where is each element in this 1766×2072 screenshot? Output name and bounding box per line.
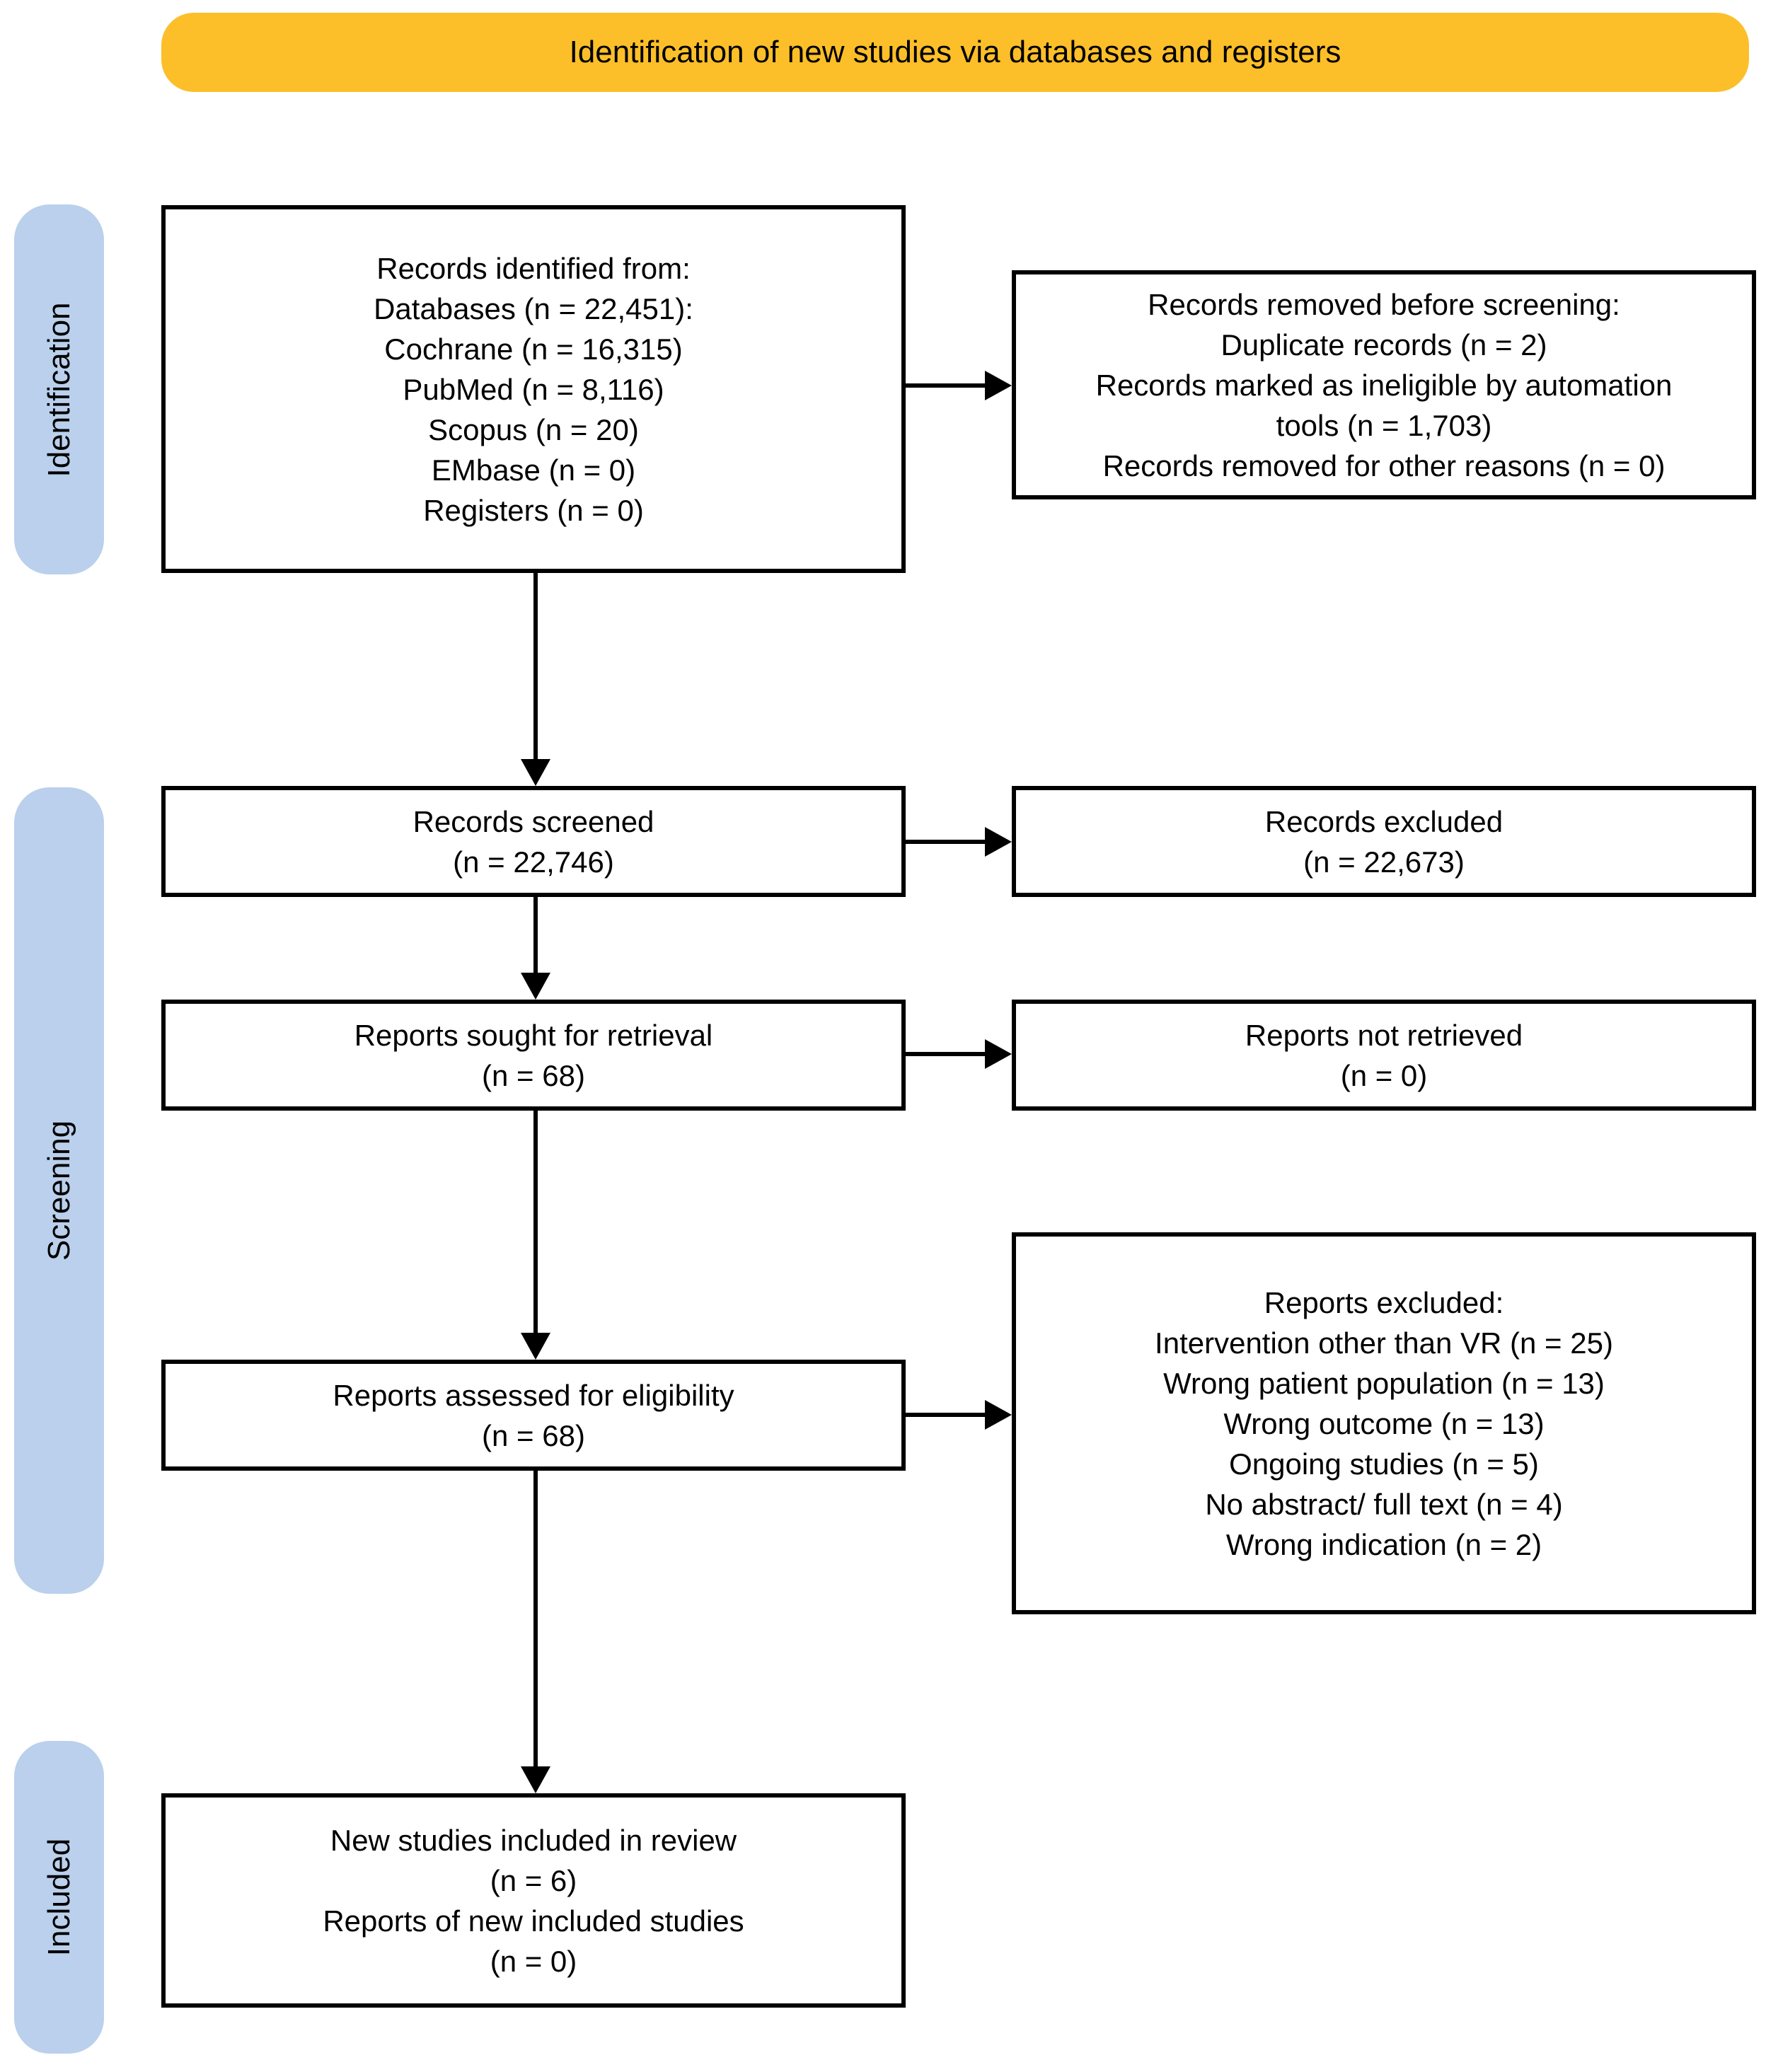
box-records-excluded: Records excluded (n = 22,673) (1012, 786, 1756, 897)
box-line: Records excluded (1264, 804, 1504, 838)
arrow-identified-to-screened-head-icon (521, 759, 550, 786)
box-line: Scopus (n = 20) (428, 412, 639, 446)
stage-label-screening: Screening (14, 787, 104, 1594)
diagram-title-banner: Identification of new studies via databa… (161, 13, 1749, 92)
box-line: (n = 68) (482, 1418, 585, 1452)
arrow-identified-to-removed-line (906, 383, 985, 388)
box-line: (n = 68) (482, 1058, 585, 1092)
box-line: Reports assessed for eligibility (333, 1378, 734, 1412)
arrow-assessed-to-excluded-head-icon (985, 1400, 1012, 1430)
arrow-identified-to-screened-line (533, 573, 538, 759)
arrow-sought-to-not-retrieved-head-icon (985, 1039, 1012, 1069)
stage-label-identification: Identification (14, 204, 104, 574)
box-line: Wrong indication (n = 2) (1225, 1527, 1542, 1561)
box-line: Duplicate records (n = 2) (1220, 328, 1547, 361)
box-line: Cochrane (n = 16,315) (384, 332, 683, 366)
box-line: Registers (n = 0) (423, 493, 644, 527)
box-line: Records removed for other reasons (n = 0… (1102, 448, 1666, 482)
arrow-assessed-to-included-head-icon (521, 1766, 550, 1793)
box-line: Ongoing studies (n = 5) (1229, 1447, 1539, 1481)
diagram-title: Identification of new studies via databa… (569, 35, 1341, 69)
stage-text-included: Included (41, 1838, 76, 1957)
arrow-identified-to-removed-head-icon (985, 371, 1012, 400)
stage-text-screening: Screening (41, 1120, 76, 1261)
box-line: (n = 0) (490, 1944, 577, 1978)
box-line: Reports not retrieved (1245, 1018, 1523, 1052)
box-line: Wrong patient population (n = 13) (1163, 1366, 1605, 1400)
box-records-identified: Records identified from: Databases (n = … (161, 205, 906, 573)
box-reports-assessed-for-eligibility: Reports assessed for eligibility (n = 68… (161, 1360, 906, 1471)
box-line: EMbase (n = 0) (431, 453, 636, 487)
box-records-removed-before-screening: Records removed before screening: Duplic… (1012, 270, 1756, 499)
box-records-screened: Records screened (n = 22,746) (161, 786, 906, 897)
box-line: Wrong outcome (n = 13) (1223, 1406, 1545, 1440)
arrow-screened-to-sought-line (533, 897, 538, 973)
box-line: (n = 0) (1340, 1058, 1428, 1092)
stage-label-included: Included (14, 1741, 104, 2054)
box-line: Records marked as ineligible by automati… (1095, 368, 1673, 402)
box-line: New studies included in review (330, 1823, 737, 1857)
arrow-assessed-to-included-line (533, 1471, 538, 1766)
box-line: No abstract/ full text (n = 4) (1205, 1487, 1563, 1521)
box-line: Reports of new included studies (323, 1904, 744, 1938)
box-reports-excluded: Reports excluded: Intervention other tha… (1012, 1232, 1756, 1614)
box-line: (n = 22,673) (1303, 845, 1465, 879)
box-line: tools (n = 1,703) (1276, 408, 1492, 442)
arrow-sought-to-not-retrieved-line (906, 1052, 985, 1056)
arrow-screened-to-excluded-head-icon (985, 827, 1012, 857)
stage-text-identification: Identification (41, 301, 76, 478)
box-reports-sought-for-retrieval: Reports sought for retrieval (n = 68) (161, 1000, 906, 1111)
box-line: Intervention other than VR (n = 25) (1155, 1326, 1613, 1360)
box-line: Records removed before screening: (1148, 287, 1620, 321)
box-line: PubMed (n = 8,116) (403, 372, 664, 406)
arrow-screened-to-excluded-line (906, 840, 985, 844)
box-line: Reports excluded: (1264, 1285, 1504, 1319)
arrow-sought-to-assessed-line (533, 1111, 538, 1333)
box-line: (n = 22,746) (453, 845, 614, 879)
box-line: Databases (n = 22,451): (374, 291, 693, 325)
arrow-assessed-to-excluded-line (906, 1413, 985, 1417)
box-new-studies-included: New studies included in review (n = 6) R… (161, 1793, 906, 2008)
box-line: Records screened (412, 804, 654, 838)
box-line: Records identified from: (376, 251, 691, 285)
box-line: Reports sought for retrieval (354, 1018, 713, 1052)
arrow-screened-to-sought-head-icon (521, 973, 550, 1000)
arrow-sought-to-assessed-head-icon (521, 1333, 550, 1360)
box-line: (n = 6) (490, 1863, 577, 1897)
box-reports-not-retrieved: Reports not retrieved (n = 0) (1012, 1000, 1756, 1111)
